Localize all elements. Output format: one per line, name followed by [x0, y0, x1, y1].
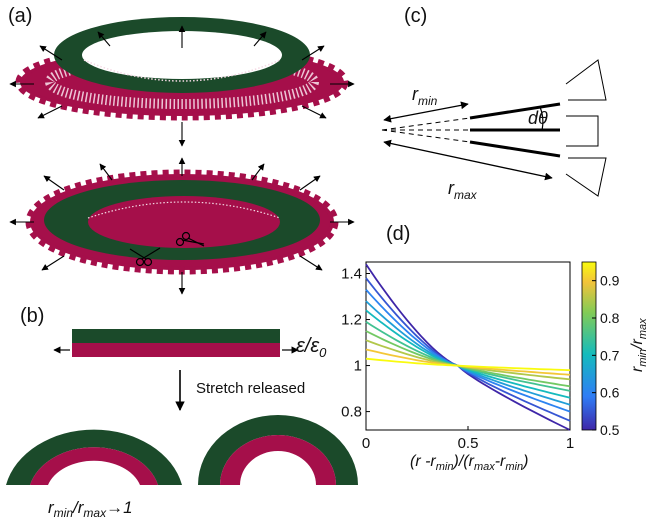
r-max-label: rmax: [448, 178, 478, 202]
wedge-diagram: [381, 59, 607, 197]
panel-d-label: (d): [386, 223, 410, 245]
colorbar-tick-label-4: 0.9: [600, 273, 620, 289]
colorbar-label: rmin/rmax: [629, 318, 649, 372]
y-tick-label-2: 1.2: [341, 312, 362, 329]
stretch-released-text: Stretch released: [196, 380, 305, 397]
y-axis-label: ε/ε0: [296, 335, 327, 360]
y-ticks: 0.8 1 1.2 1.4: [341, 266, 370, 421]
gear-disc-top: [15, 17, 349, 121]
x-axis-label: (r -rmin)/(rmax-rmin): [410, 453, 528, 473]
y-tick-label-3: 1.4: [341, 266, 362, 283]
colorbar-tick-label-1: 0.6: [600, 385, 620, 401]
plot-frame: [365, 261, 571, 431]
colorbar: [581, 261, 597, 431]
panel-a-label: (a): [8, 5, 32, 27]
colorbar-tick-label-3: 0.8: [600, 310, 620, 326]
series-line-0: [365, 263, 571, 431]
dtheta-label: dθ: [528, 108, 548, 128]
colorbar-tick-label-2: 0.7: [600, 347, 620, 363]
stretch-arrows-top: [9, 25, 355, 147]
stretch-arrows-bottom: [9, 157, 355, 295]
curved-bilayer-left: [6, 429, 182, 485]
y-tick-label-1: 1: [354, 358, 362, 375]
curved-bilayer-right: [198, 415, 358, 485]
colorbar-ticks: 0.5 0.6 0.7 0.8 0.9: [592, 273, 620, 438]
x-tick-label-2: 1: [566, 435, 574, 452]
y-tick-label-0: 0.8: [341, 404, 362, 421]
colorbar-tick-label-0: 0.5: [600, 422, 620, 438]
bilayer-strip: [53, 329, 299, 357]
panel-b-label: (b): [20, 305, 44, 327]
series-line-9: [365, 357, 571, 372]
x-tick-label-1: 0.5: [458, 435, 479, 452]
x-tick-label-0: 0: [362, 435, 370, 452]
r-min-label: rmin: [412, 84, 438, 108]
series-line-1: [365, 277, 571, 422]
series-layer: [365, 263, 571, 431]
limit-label: rmin/rmax→1: [48, 498, 133, 520]
panel-c-label: (c): [404, 5, 427, 27]
scissors-icon: [129, 231, 205, 267]
gear-disc-bottom: [25, 169, 339, 275]
